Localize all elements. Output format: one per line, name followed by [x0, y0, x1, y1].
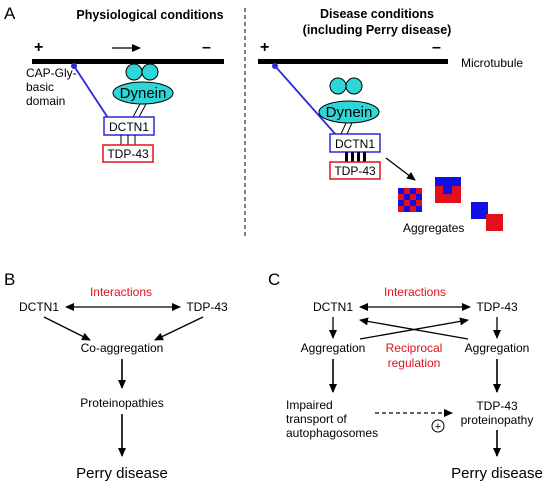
- dctn1-arm-left: [73, 65, 113, 125]
- dynein-body-right: [318, 100, 380, 124]
- plus-end-right: +: [260, 39, 269, 56]
- dynein-label-left: Dynein: [120, 85, 167, 102]
- c-perry-disease: Perry disease: [451, 465, 543, 482]
- c-cross-arrow-2: [359, 317, 469, 340]
- binding-bar-right-2: [351, 152, 354, 162]
- dynein-body-left: [112, 81, 174, 105]
- capgly-label-line1: CAP-Gly-: [26, 66, 77, 80]
- disease-title-line2: (including Perry disease): [303, 23, 452, 37]
- c-aggregation-left: Aggregation: [301, 341, 366, 355]
- c-tdp-prot-line1: TDP-43: [476, 399, 518, 413]
- panel-letter-c: C: [268, 270, 280, 289]
- c-reciprocal-line1: Reciprocal: [386, 341, 443, 355]
- complex-physiological: Dynein DCTN1 TDP-43: [71, 63, 174, 163]
- panel-letter-b: B: [4, 270, 15, 289]
- b-perry-disease: Perry disease: [76, 465, 168, 482]
- b-tdp43: TDP-43: [186, 300, 228, 314]
- capgly-label-line3: domain: [26, 94, 65, 108]
- panel-letter-a: A: [4, 4, 16, 23]
- b-interactions-label: Interactions: [90, 285, 152, 299]
- minus-end-right: –: [432, 39, 441, 56]
- aggregate-blue-square: [471, 202, 488, 219]
- dynein-label-right: Dynein: [326, 104, 373, 121]
- c-impaired-line2: transport of: [286, 412, 347, 426]
- dctn1-box-right: [329, 133, 381, 153]
- panel-b: B Interactions DCTN1 TDP-43 Co-aggregati…: [4, 270, 228, 482]
- tdp43-box-right: [329, 161, 381, 180]
- aggregation-arrow: [385, 157, 416, 181]
- b-proteinopathies: Proteinopathies: [80, 396, 163, 410]
- dctn1-box-left: [103, 116, 155, 136]
- microtubule-bar-right: [258, 59, 448, 64]
- plus-end-left: +: [34, 39, 43, 56]
- c-plus-circle: [431, 419, 445, 433]
- c-tdp43: TDP-43: [476, 300, 518, 314]
- c-plus-sign: +: [435, 421, 441, 433]
- c-aggregation-right: Aggregation: [465, 341, 530, 355]
- physiological-title: Physiological conditions: [76, 8, 223, 22]
- c-tdp-prot-line2: proteinopathy: [461, 413, 534, 427]
- tdp43-label-right: TDP-43: [334, 164, 376, 178]
- aggregate-cluster: [435, 177, 461, 203]
- b-tdp43-to-coagg-arrow: [154, 316, 204, 341]
- dynein-link-right-1: [340, 122, 347, 135]
- c-interactions-label: Interactions: [384, 285, 446, 299]
- binding-bar-right-1: [345, 152, 348, 162]
- b-coaggregation: Co-aggregation: [81, 341, 164, 355]
- dctn1-label-left: DCTN1: [109, 120, 149, 134]
- binding-bar-right-4: [363, 152, 366, 162]
- microtubule-left: + –: [32, 39, 224, 64]
- capgly-label-line2: basic: [26, 80, 54, 94]
- microtubule-right: + – Microtubule: [258, 39, 523, 70]
- dynein-head-right-2: [345, 77, 363, 95]
- microtubule-bar-left: [32, 59, 224, 64]
- c-dctn1: DCTN1: [313, 300, 353, 314]
- aggregates-label: Aggregates: [403, 221, 464, 235]
- b-dctn1: DCTN1: [19, 300, 59, 314]
- binding-bar-right-3: [357, 152, 360, 162]
- dctn1-label-right: DCTN1: [335, 137, 375, 151]
- aggregate-red-square: [486, 214, 503, 231]
- dynein-link-right-2: [346, 122, 353, 135]
- panel-a: A Physiological conditions Disease condi…: [4, 4, 523, 238]
- b-dctn1-to-coagg-arrow: [43, 316, 91, 341]
- dynein-head-left-1: [125, 63, 143, 81]
- tdp43-label-left: TDP-43: [107, 147, 149, 161]
- microtubule-label: Microtubule: [461, 56, 523, 70]
- dynein-link-left-1: [132, 103, 141, 118]
- disease-title-line1: Disease conditions: [320, 7, 434, 21]
- dynein-link-left-2: [138, 103, 147, 118]
- complex-disease: Dynein DCTN1 TDP-43: [272, 63, 416, 181]
- dctn1-arm-right: [274, 65, 338, 137]
- c-reciprocal-line2: regulation: [388, 356, 441, 370]
- c-impaired-line3: autophagosomes: [286, 426, 378, 440]
- dynein-head-right-1: [329, 77, 347, 95]
- dynein-head-left-2: [141, 63, 159, 81]
- minus-end-left: –: [202, 39, 211, 56]
- aggregate-checkerboard: [398, 188, 422, 212]
- panel-c: C Interactions DCTN1 TDP-43 Aggregation …: [268, 270, 543, 482]
- c-impaired-line1: Impaired: [286, 398, 333, 412]
- tdp43-box-left: [102, 144, 154, 163]
- aggregates: Aggregates: [398, 177, 503, 235]
